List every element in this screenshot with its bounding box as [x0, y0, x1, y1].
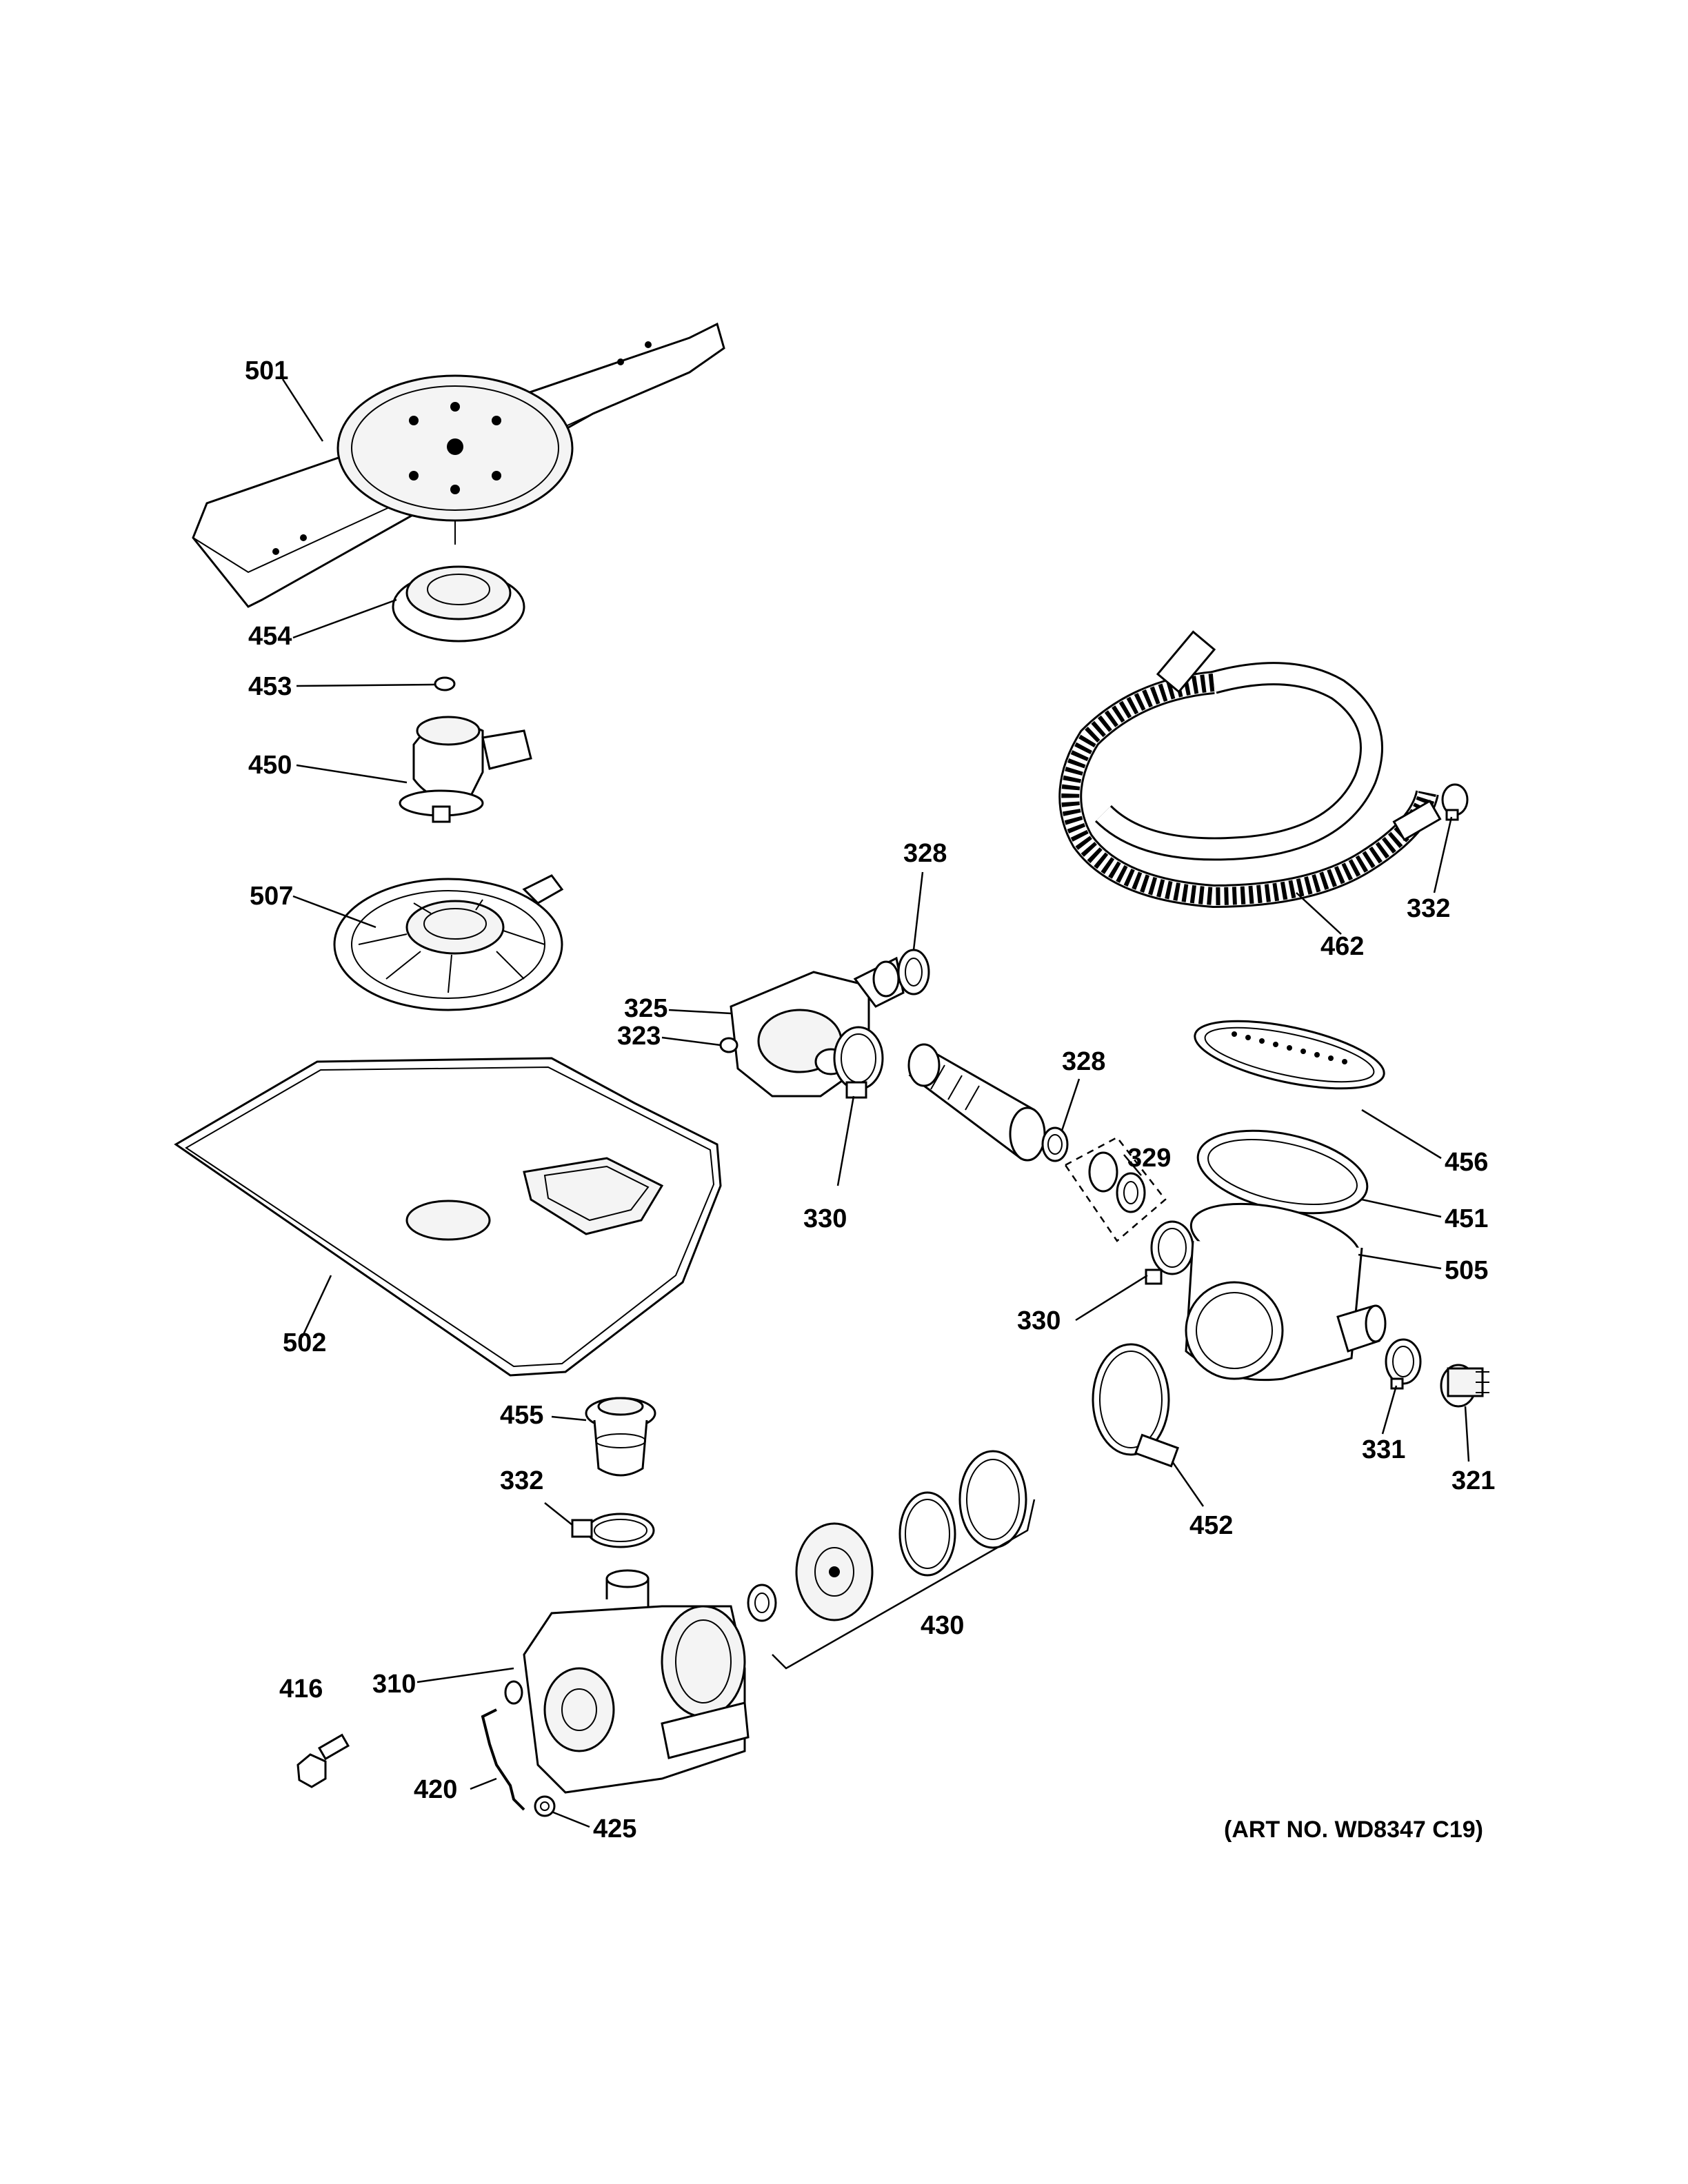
callout-332-pump: 332 — [500, 1466, 543, 1495]
callout-450: 450 — [248, 751, 292, 780]
part-420-wire-clip[interactable] — [481, 1708, 525, 1811]
callout-420: 420 — [414, 1775, 457, 1804]
part-328-gasket-upper[interactable] — [897, 949, 930, 995]
part-330-clamp-lower[interactable] — [1145, 1220, 1194, 1285]
callout-325: 325 — [624, 994, 667, 1023]
part-323-nut[interactable] — [719, 1037, 738, 1053]
part-501-spray-arm[interactable] — [192, 322, 725, 608]
part-329-fitting-set[interactable] — [1064, 1136, 1167, 1242]
part-310-pump-motor[interactable] — [504, 1569, 750, 1794]
callout-321: 321 — [1451, 1466, 1495, 1495]
callout-328-lower: 328 — [1062, 1047, 1105, 1076]
callout-462: 462 — [1320, 932, 1364, 961]
callout-501: 501 — [245, 356, 288, 385]
callout-310: 310 — [372, 1670, 416, 1699]
part-328-gasket-lower[interactable] — [1041, 1126, 1069, 1162]
conduit-segment[interactable] — [907, 1043, 1046, 1162]
part-454-bearing[interactable] — [392, 565, 525, 643]
callout-330-upper: 330 — [803, 1204, 847, 1233]
callout-455: 455 — [500, 1401, 543, 1430]
callout-452: 452 — [1189, 1511, 1233, 1540]
part-502-filter-plate[interactable] — [174, 1057, 722, 1377]
part-507-filter[interactable] — [333, 874, 564, 1011]
callout-labels: 501 454 453 450 507 502 328 325 323 330 … — [245, 356, 1495, 1843]
callout-454: 454 — [248, 622, 292, 651]
part-505-sump[interactable] — [1185, 1191, 1387, 1382]
callout-416: 416 — [279, 1675, 323, 1703]
callout-507: 507 — [250, 882, 293, 911]
callout-328-upper: 328 — [903, 839, 947, 868]
callout-329: 329 — [1127, 1144, 1171, 1173]
part-462-drain-hose[interactable] — [1058, 630, 1442, 909]
callout-331: 331 — [1362, 1435, 1405, 1464]
part-430-impeller-kit[interactable] — [747, 1450, 1036, 1670]
callout-451: 451 — [1445, 1204, 1488, 1233]
callout-505: 505 — [1445, 1256, 1488, 1285]
part-456-cover[interactable] — [1189, 1008, 1390, 1102]
part-450-manifold[interactable] — [399, 716, 532, 823]
callout-456: 456 — [1445, 1148, 1488, 1177]
part-452-clamp-large[interactable] — [1092, 1343, 1180, 1468]
callout-323: 323 — [617, 1022, 661, 1051]
callout-453: 453 — [248, 672, 292, 701]
part-332-clamp-pump[interactable] — [571, 1513, 655, 1548]
callout-330-lower: 330 — [1017, 1306, 1061, 1335]
part-331-clamp-small[interactable] — [1385, 1338, 1422, 1390]
part-330-clamp-upper[interactable] — [833, 1026, 884, 1099]
part-455-boot[interactable] — [585, 1397, 656, 1477]
callout-332-hose: 332 — [1407, 894, 1450, 923]
part-451-seal[interactable] — [1190, 1117, 1374, 1227]
art-number: (ART NO. WD8347 C19) — [1224, 1817, 1483, 1843]
part-416-screw[interactable] — [297, 1733, 350, 1788]
callout-502: 502 — [283, 1328, 326, 1357]
part-425-grommet[interactable] — [534, 1795, 556, 1817]
callout-425: 425 — [593, 1814, 636, 1843]
part-453-o-ring[interactable] — [434, 676, 456, 691]
part-321-sensor[interactable] — [1440, 1364, 1489, 1408]
leader-lines — [281, 378, 1470, 1828]
part-332-clamp-hose[interactable] — [1441, 783, 1469, 821]
callout-430: 430 — [921, 1611, 964, 1640]
